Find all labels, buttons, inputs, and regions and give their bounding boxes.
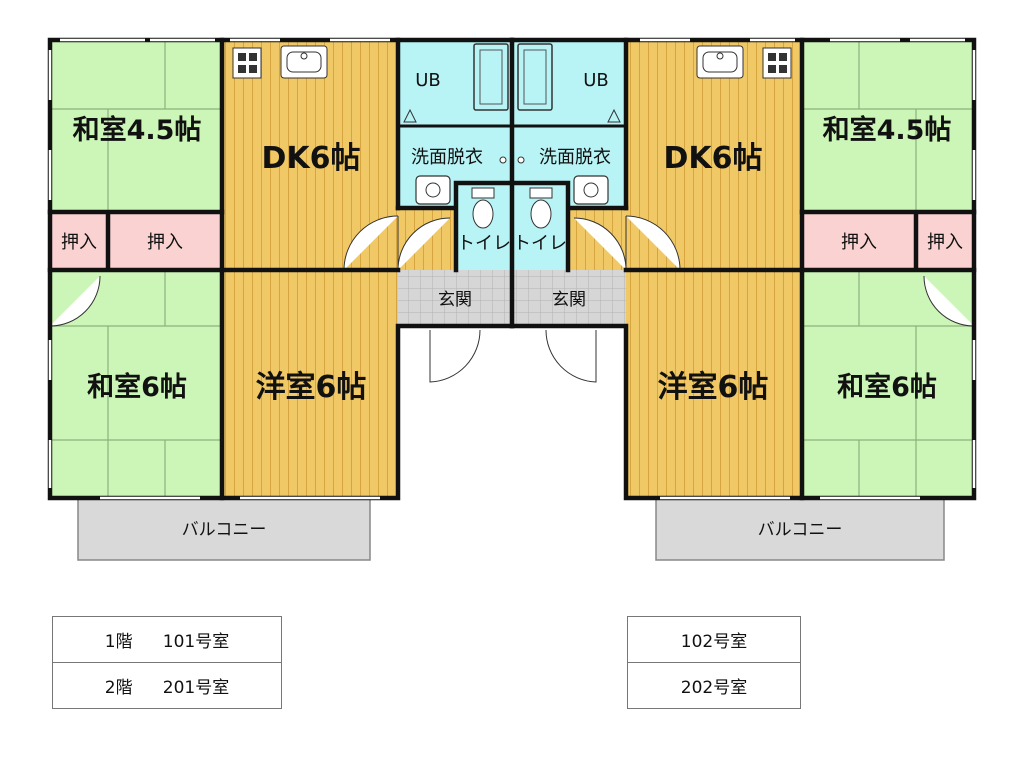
yoshitsu-right (626, 270, 802, 498)
washitsu-45-left (50, 40, 222, 212)
bathtub-left (473, 43, 509, 111)
unit-left (49, 40, 512, 561)
room-table-row: 102号室 (627, 616, 801, 663)
room-number: 201号室 (162, 678, 230, 698)
room-table-left: 1階 101号室 2階 201号室 (52, 616, 282, 709)
room-table-row: 1階 101号室 (52, 616, 282, 663)
label-oshiire-small-left: 押入 (61, 232, 97, 253)
kitchen-sink-right (696, 45, 744, 79)
sink-right (573, 175, 609, 205)
label-oshiire-large-left: 押入 (147, 232, 183, 253)
oshiire-large-right (802, 212, 916, 270)
room-number: 102号室 (627, 616, 801, 663)
genkan-right (512, 270, 626, 326)
balcony-left (77, 497, 371, 561)
yoshitsu-left (222, 270, 398, 498)
label-genkan-right: 玄関 (552, 290, 586, 310)
walls (47, 37, 977, 501)
label-oshiire-small-right: 押入 (927, 232, 963, 253)
balcony-right (655, 497, 945, 561)
label-washitsu-6-left: 和室6帖 (87, 371, 187, 403)
floor-label: 1階 (104, 632, 133, 652)
label-dk-right: DK6帖 (663, 141, 762, 176)
genkan-left (398, 270, 512, 326)
washitsu-45-right (802, 40, 974, 212)
stove-left (232, 47, 262, 79)
label-balcony-right: バルコニー (758, 520, 843, 540)
room-number: 101号室 (162, 632, 230, 652)
oshiire-small-right (916, 212, 974, 270)
sink-left (415, 175, 451, 205)
label-dk-left: DK6帖 (261, 141, 360, 176)
windows (48, 38, 976, 500)
label-washitsu-45-left: 和室4.5帖 (73, 114, 202, 146)
label-toilet-right: トイレ (513, 233, 567, 254)
label-senmen-right: 洗面脱衣 (539, 147, 611, 168)
room-table-row: 2階 201号室 (52, 662, 282, 709)
label-genkan-left: 玄関 (438, 290, 472, 310)
floor-label: 2階 (104, 678, 133, 698)
room-number: 202号室 (627, 662, 801, 709)
unit-right (512, 40, 975, 561)
room-table-cell: 2階 201号室 (52, 662, 282, 709)
oshiire-large-left (108, 212, 222, 270)
room-table-cell: 1階 101号室 (52, 616, 282, 663)
label-balcony-left: バルコニー (182, 520, 267, 540)
room-table-row: 202号室 (627, 662, 801, 709)
labels: 和室4.5帖 和室4.5帖 和室6帖 和室6帖 DK6帖 DK6帖 洋室6帖 洋… (61, 70, 963, 540)
label-oshiire-large-right: 押入 (841, 232, 877, 253)
label-ub-left: UB (415, 70, 441, 91)
label-senmen-left: 洗面脱衣 (411, 147, 483, 168)
stove-right (762, 47, 792, 79)
label-yoshitsu-left: 洋室6帖 (256, 370, 367, 405)
label-ub-right: UB (583, 70, 609, 91)
bathtub-right (517, 43, 553, 111)
label-washitsu-45-right: 和室4.5帖 (823, 114, 952, 146)
kitchen-sink-left (280, 45, 328, 79)
room-table-right: 102号室 202号室 (627, 616, 801, 709)
label-toilet-left: トイレ (457, 233, 511, 254)
oshiire-small-left (50, 212, 108, 270)
label-washitsu-6-right: 和室6帖 (837, 371, 937, 403)
label-yoshitsu-right: 洋室6帖 (658, 370, 769, 405)
